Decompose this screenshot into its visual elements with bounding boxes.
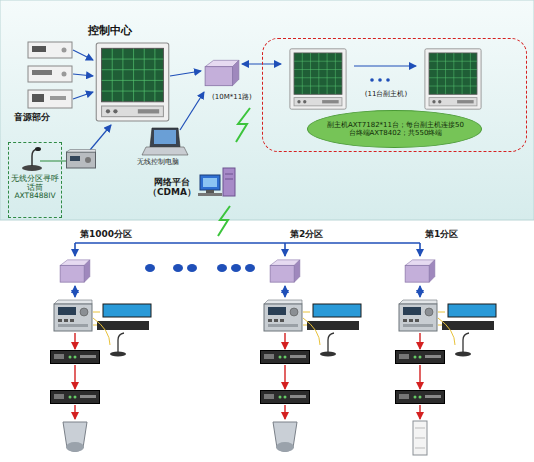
device-label: 无线控制电脑 (137, 158, 187, 166)
partition-label: 第2分区 (290, 229, 340, 239)
laptop (142, 128, 188, 155)
partition-equipment (51, 260, 152, 452)
main-host (96, 43, 169, 121)
partition-bus (75, 243, 420, 256)
control-panel-ground (0, 0, 534, 220)
node-text: 控制中心 (88, 25, 178, 38)
sub-host (290, 49, 346, 109)
node-text: 副主机AXT7182*11台；每台副主机连接50台终端AXT8402；共550终… (326, 121, 465, 137)
wireless-symbol (218, 206, 230, 236)
control-center-panel: 控制中心无线分区寻呼话筒AXT8488IV (11台副主机) 副主机AXT7182*… (0, 0, 534, 220)
audio-sources (28, 42, 72, 108)
router (205, 60, 239, 85)
node-text: 网络平台（CDMA） (146, 177, 198, 198)
partition-equipment (396, 260, 497, 455)
sub-host-note-ellipse: 副主机AXT7182*11台；每台副主机连接50台终端AXT8402；共550终… (307, 110, 482, 148)
partition-label: 第1000分区 (80, 229, 140, 239)
partition-equipment (261, 260, 362, 452)
microphone-icon (22, 147, 66, 171)
partition-label: 第1分区 (425, 229, 475, 239)
bandwidth-label: (10M*11路) (212, 93, 256, 101)
ellipsis-dots (370, 78, 390, 82)
sub-host-group: (11台副主机) 副主机AXT7182*11台；每台副主机连接50台终端AXT84… (262, 38, 527, 152)
group-label: 音源部分 (14, 112, 74, 122)
node-text: (11台副主机) (355, 90, 417, 98)
control-device (67, 150, 96, 169)
wireless-mic-box: 无线分区寻呼话筒AXT8488IV (8, 142, 62, 218)
node-text: 无线分区寻呼话筒AXT8488IV (11, 175, 59, 201)
sub-host (425, 49, 481, 109)
network-icon (198, 168, 235, 196)
wireless-symbol (236, 108, 250, 142)
ellipsis-dots (145, 264, 255, 272)
network-platform: 网络平台（CDMA） (146, 177, 198, 200)
